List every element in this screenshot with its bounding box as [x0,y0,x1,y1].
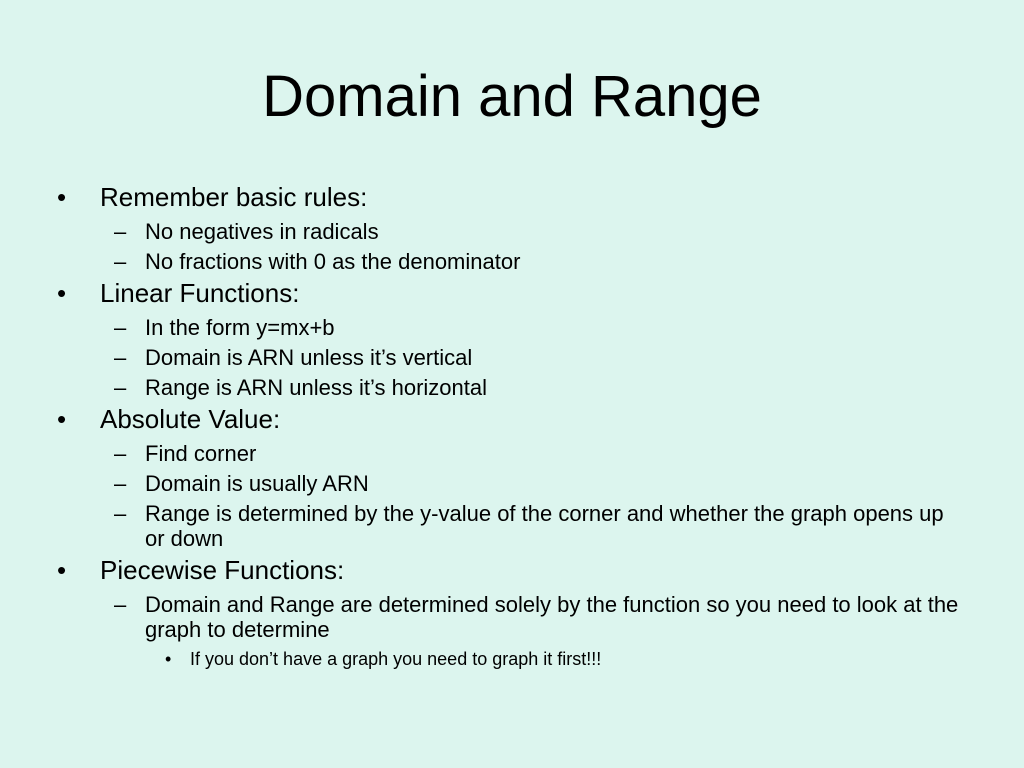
bullet-text: If you don’t have a graph you need to gr… [190,649,602,669]
slide-content: • Remember basic rules: – No negatives i… [0,178,1024,671]
bullet-text: No negatives in radicals [145,219,379,244]
bullet-dot-small: • [165,649,172,669]
sub-bullet-piecewise-domain-range: – Domain and Range are determined solely… [0,592,1024,642]
bullet-text: No fractions with 0 as the denominator [145,249,521,274]
bullet-text: Range is determined by the y-value of th… [145,501,944,551]
bullet-dot: • [57,555,67,585]
bullet-dash: – [114,249,127,274]
bullet-dash: – [114,592,127,617]
bullet-text: Domain is ARN unless it’s vertical [145,345,473,370]
bullet-text: Domain and Range are determined solely b… [145,592,959,642]
sub-bullet-no-negatives: – No negatives in radicals [0,219,1024,244]
bullet-text: Absolute Value: [100,404,281,434]
bullet-absolute-value: • Absolute Value: [0,402,1024,436]
sub-bullet-find-corner: – Find corner [0,441,1024,466]
bullet-text: Find corner [145,441,257,466]
sub-bullet-abs-range: – Range is determined by the y-value of … [0,501,1024,551]
sub-bullet-linear-domain: – Domain is ARN unless it’s vertical [0,345,1024,370]
bullet-text: Domain is usually ARN [145,471,369,496]
bullet-dash: – [114,219,127,244]
bullet-dash: – [114,471,127,496]
bullet-dash: – [114,441,127,466]
bullet-remember-basic-rules: • Remember basic rules: [0,180,1024,214]
bullet-text: Linear Functions: [100,278,300,308]
bullet-dash: – [114,375,127,400]
bullet-text: Range is ARN unless it’s horizontal [145,375,487,400]
bullet-dot: • [57,182,67,212]
bullet-text: In the form y=mx+b [145,315,335,340]
bullet-dot: • [57,278,67,308]
sub-bullet-abs-domain: – Domain is usually ARN [0,471,1024,496]
slide-title: Domain and Range [262,64,762,129]
bullet-text: Piecewise Functions: [100,555,345,585]
bullet-linear-functions: • Linear Functions: [0,276,1024,310]
bullet-dash: – [114,501,127,526]
bullet-piecewise-functions: • Piecewise Functions: [0,553,1024,587]
bullet-dash: – [114,345,127,370]
sub-bullet-linear-range: – Range is ARN unless it’s horizontal [0,375,1024,400]
sub-bullet-form: – In the form y=mx+b [0,315,1024,340]
sub-sub-bullet-graph-first: • If you don’t have a graph you need to … [0,647,1024,671]
bullet-text: Remember basic rules: [100,182,368,212]
bullet-dot: • [57,404,67,434]
bullet-dash: – [114,315,127,340]
sub-bullet-no-fractions: – No fractions with 0 as the denominator [0,249,1024,274]
